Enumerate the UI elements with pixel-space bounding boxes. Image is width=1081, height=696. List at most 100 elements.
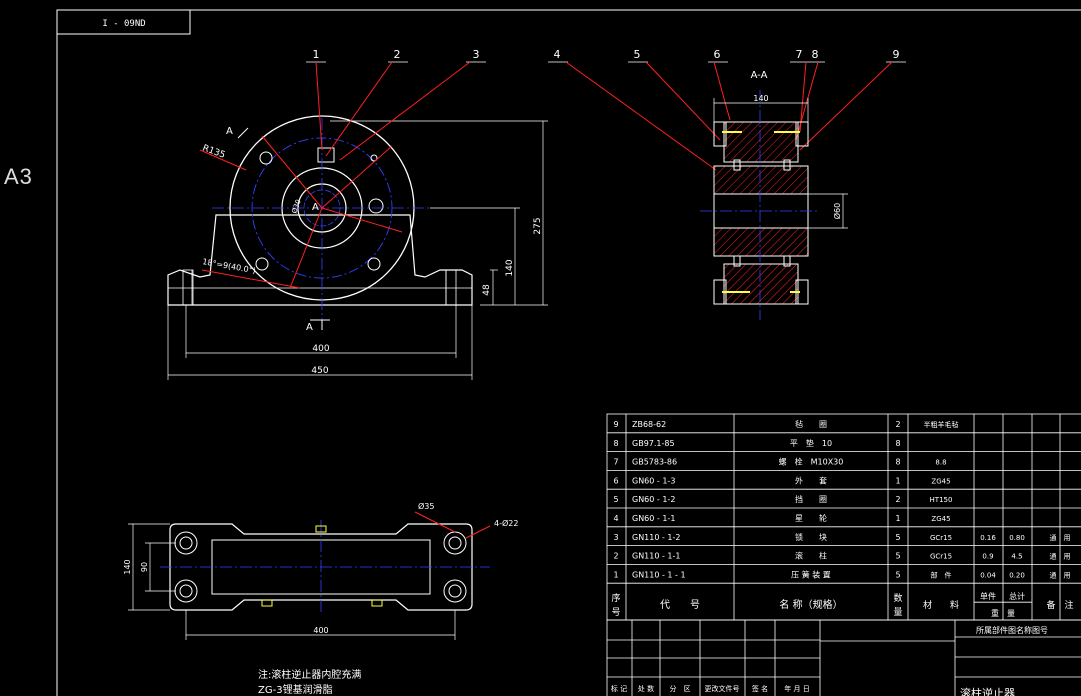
bom-row-unit-weight: 0.16 — [980, 534, 996, 542]
bom-row-name: 毡 圈 — [795, 419, 827, 429]
bom-row-note: 通 用 — [1050, 570, 1071, 579]
bom-row-code: GB97.1-85 — [632, 439, 675, 448]
bom-row-code: GN60 - 1-1 — [632, 514, 675, 523]
bom-row-name: 外 套 — [795, 475, 827, 485]
title-sign-date: 年 月 日 — [784, 684, 809, 693]
bom-row-unit-weight: 0.04 — [980, 571, 996, 579]
dim-plan-length: 400 — [313, 626, 328, 635]
bom-header-no: 号 — [611, 607, 620, 618]
bom-row-no: 3 — [613, 533, 618, 542]
plan-view — [128, 511, 491, 640]
section-mark-center: A — [312, 202, 319, 213]
bom-row-qty: 8 — [895, 458, 900, 467]
bom-row-no: 9 — [613, 420, 618, 429]
title-block — [606, 619, 1081, 696]
title-partial: 滚柱逆止器 — [960, 686, 1015, 696]
bom-header-weight: 重 量 — [991, 608, 1015, 618]
bom-row-total-weight: 0.20 — [1009, 571, 1025, 579]
bom-row-qty: 5 — [895, 552, 900, 561]
bom-row-material: HT150 — [930, 496, 953, 504]
drawing-number-box — [56, 9, 191, 35]
bom-row-name: 压 簧 装 置 — [791, 569, 831, 579]
section-view — [700, 90, 848, 320]
bom-row-material: GCr15 — [930, 534, 952, 542]
bom-row-material: 部 件 — [931, 570, 952, 579]
section-mark-top: A — [226, 126, 233, 137]
dim-front-height: 275 — [533, 217, 543, 234]
balloon-5: 5 — [634, 48, 641, 61]
bom-row-qty: 2 — [895, 420, 900, 429]
balloon-6: 6 — [714, 48, 721, 61]
dim-plan-holes: 4-Ø22 — [494, 518, 518, 528]
bom-header-name: 名 称（规格） — [779, 598, 842, 611]
balloon-7: 7 — [796, 48, 803, 61]
bom-row-qty: 5 — [895, 533, 900, 542]
balloon-leaders — [306, 61, 906, 171]
bom-header-qty: 数 — [893, 592, 902, 604]
title-parent-ref: 所属部件图名称图号 — [976, 625, 1048, 635]
bom-row-name: 螺 栓 M10X30 — [779, 457, 844, 467]
dim-front-base-height: 48 — [482, 284, 492, 296]
bom-row-name: 星 轮 — [795, 513, 827, 523]
bom-row-name: 滚 柱 — [795, 551, 827, 561]
bom-row-qty: 1 — [895, 514, 900, 523]
section-mark-bottom: A — [306, 322, 313, 333]
bom-row-no: 6 — [613, 476, 618, 485]
bom-header-code: 代 号 — [660, 599, 700, 611]
bom-row-material: ZG45 — [931, 515, 950, 523]
title-sign-count: 处 数 — [638, 684, 654, 693]
title-sign-doc: 更改文件号 — [705, 684, 740, 693]
title-sign-zone: 分 区 — [670, 684, 691, 693]
title-sign-mark: 标 记 — [611, 684, 627, 693]
bom-row-unit-weight: 0.9 — [982, 553, 993, 561]
dim-plan-inner: 90 — [140, 562, 149, 572]
dim-section-width: 140 — [753, 94, 768, 103]
bom-row-code: GN60 - 1-3 — [632, 476, 675, 485]
bom-header-material: 材 料 — [923, 599, 959, 611]
dim-section-diameter: Ø60 — [832, 203, 842, 219]
bom-row-material: ZG45 — [931, 477, 950, 485]
bom-row-total-weight: 0.80 — [1009, 534, 1025, 542]
bom-row-qty: 1 — [895, 476, 900, 485]
balloon-9: 9 — [893, 48, 900, 61]
bom-row-material: 8.8 — [935, 459, 946, 467]
bom-row-code: ZB68-62 — [632, 420, 666, 429]
bom-header-remark: 备 注 — [1046, 599, 1073, 611]
bom-row-material: GCr15 — [930, 553, 952, 561]
bom-row-qty: 2 — [895, 495, 900, 504]
bom-row-material: 半粗羊毛毡 — [924, 420, 959, 429]
bom-row-qty: 8 — [895, 439, 900, 448]
drawing-number: I - 09ND — [102, 19, 145, 29]
bom-row-no: 4 — [613, 514, 618, 523]
balloon-3: 3 — [473, 48, 480, 61]
sheet-size-label: A3 — [4, 164, 33, 189]
bom-row-code: GB5783-86 — [632, 458, 677, 467]
bom-row-no: 8 — [613, 439, 618, 448]
bom-header-unit: 单件 — [980, 591, 996, 601]
balloon-4: 4 — [554, 48, 561, 61]
bom-row-note: 通 用 — [1050, 533, 1071, 542]
dim-front-center-height: 140 — [505, 259, 515, 276]
note-line-1: 注:滚柱逆止器内腔充满 — [258, 670, 362, 681]
dim-plan-hole-small: Ø35 — [418, 501, 434, 511]
dim-front-bolt-span: 400 — [312, 344, 329, 354]
dim-front-total-width: 450 — [311, 366, 328, 376]
bom-row-code: GN110 - 1-2 — [632, 533, 681, 542]
front-dimension-lines — [167, 120, 548, 380]
bom-table — [606, 413, 1081, 621]
dim-front-hole: Ø30 — [290, 198, 302, 214]
bom-row-no: 1 — [613, 570, 618, 579]
balloon-1: 1 — [313, 48, 320, 61]
bom-row-note: 通 用 — [1050, 552, 1071, 561]
front-view — [167, 115, 473, 330]
bom-row-no: 5 — [613, 495, 618, 504]
sheet-frame — [56, 9, 1081, 696]
bom-header-qty: 量 — [893, 607, 902, 618]
bom-row-code: GN60 - 1-2 — [632, 495, 675, 504]
bom-header-no: 序 — [611, 592, 620, 604]
balloon-8: 8 — [812, 48, 819, 61]
title-sign-name: 签 名 — [752, 684, 768, 693]
bom-row-name: 挡 圈 — [795, 494, 827, 504]
